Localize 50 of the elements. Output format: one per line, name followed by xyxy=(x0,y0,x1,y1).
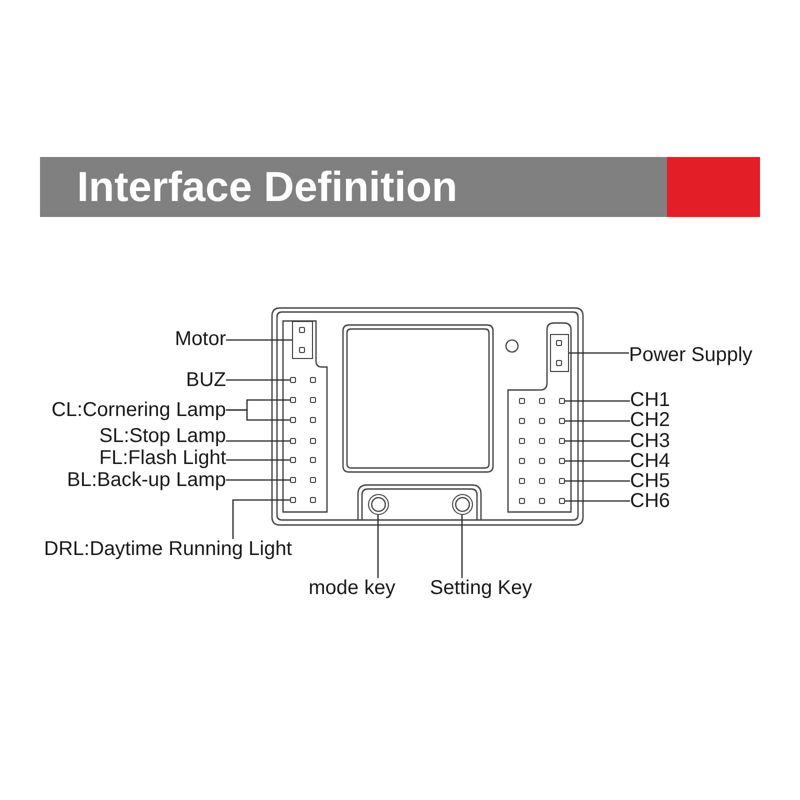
pin-icon xyxy=(290,438,296,444)
leader-line xyxy=(226,440,290,442)
part-label: Setting Key xyxy=(430,578,532,598)
leader-line xyxy=(226,479,290,481)
part-label: CL:Cornering Lamp xyxy=(51,400,226,420)
pin-icon xyxy=(290,397,296,403)
leader-line xyxy=(232,499,290,539)
part-label: CH4 xyxy=(630,451,670,471)
pin-icon xyxy=(559,438,565,444)
part-label: CH1 xyxy=(630,390,670,410)
leader-line xyxy=(565,500,630,502)
pin-icon xyxy=(559,458,565,464)
push-button-icon xyxy=(452,494,472,514)
pin-icon xyxy=(290,457,296,463)
part-label: SL:Stop Lamp xyxy=(99,426,226,446)
pin-icon xyxy=(290,477,296,483)
pin-header xyxy=(292,321,313,359)
leader-line xyxy=(226,379,290,381)
part-label: BL:Back-up Lamp xyxy=(67,470,226,490)
part-label: FL:Flash Light xyxy=(99,448,226,468)
part-label: Power Supply xyxy=(629,345,752,365)
pin-header xyxy=(550,334,568,372)
part-label: CH6 xyxy=(630,491,670,511)
title-text: Interface Definition xyxy=(77,165,458,209)
pin-icon xyxy=(559,498,565,504)
push-button-icon xyxy=(368,494,388,514)
part-label: BUZ xyxy=(186,370,226,390)
part-label: CH3 xyxy=(630,431,670,451)
leader-line xyxy=(565,460,630,462)
leader-line xyxy=(461,514,463,578)
part-label: Motor xyxy=(174,329,226,349)
leader-line xyxy=(226,409,290,421)
pin-icon xyxy=(290,417,296,423)
part-label: CH2 xyxy=(630,410,670,430)
pin-icon xyxy=(290,497,296,503)
leader-line xyxy=(565,440,630,442)
leader-line xyxy=(565,480,630,482)
pin-icon xyxy=(559,398,565,404)
pin-icon xyxy=(559,418,565,424)
leader-line xyxy=(565,400,630,402)
leader-line xyxy=(226,459,290,461)
leader-line xyxy=(377,514,379,578)
leader-line xyxy=(226,339,292,341)
part-label: DRL:Daytime Running Light xyxy=(44,539,292,559)
leader-line xyxy=(565,420,630,422)
part-label: mode key xyxy=(308,578,396,598)
pin-icon xyxy=(290,377,296,383)
part-label: CH5 xyxy=(630,471,670,491)
pin-icon xyxy=(559,478,565,484)
leader-line xyxy=(568,352,629,354)
